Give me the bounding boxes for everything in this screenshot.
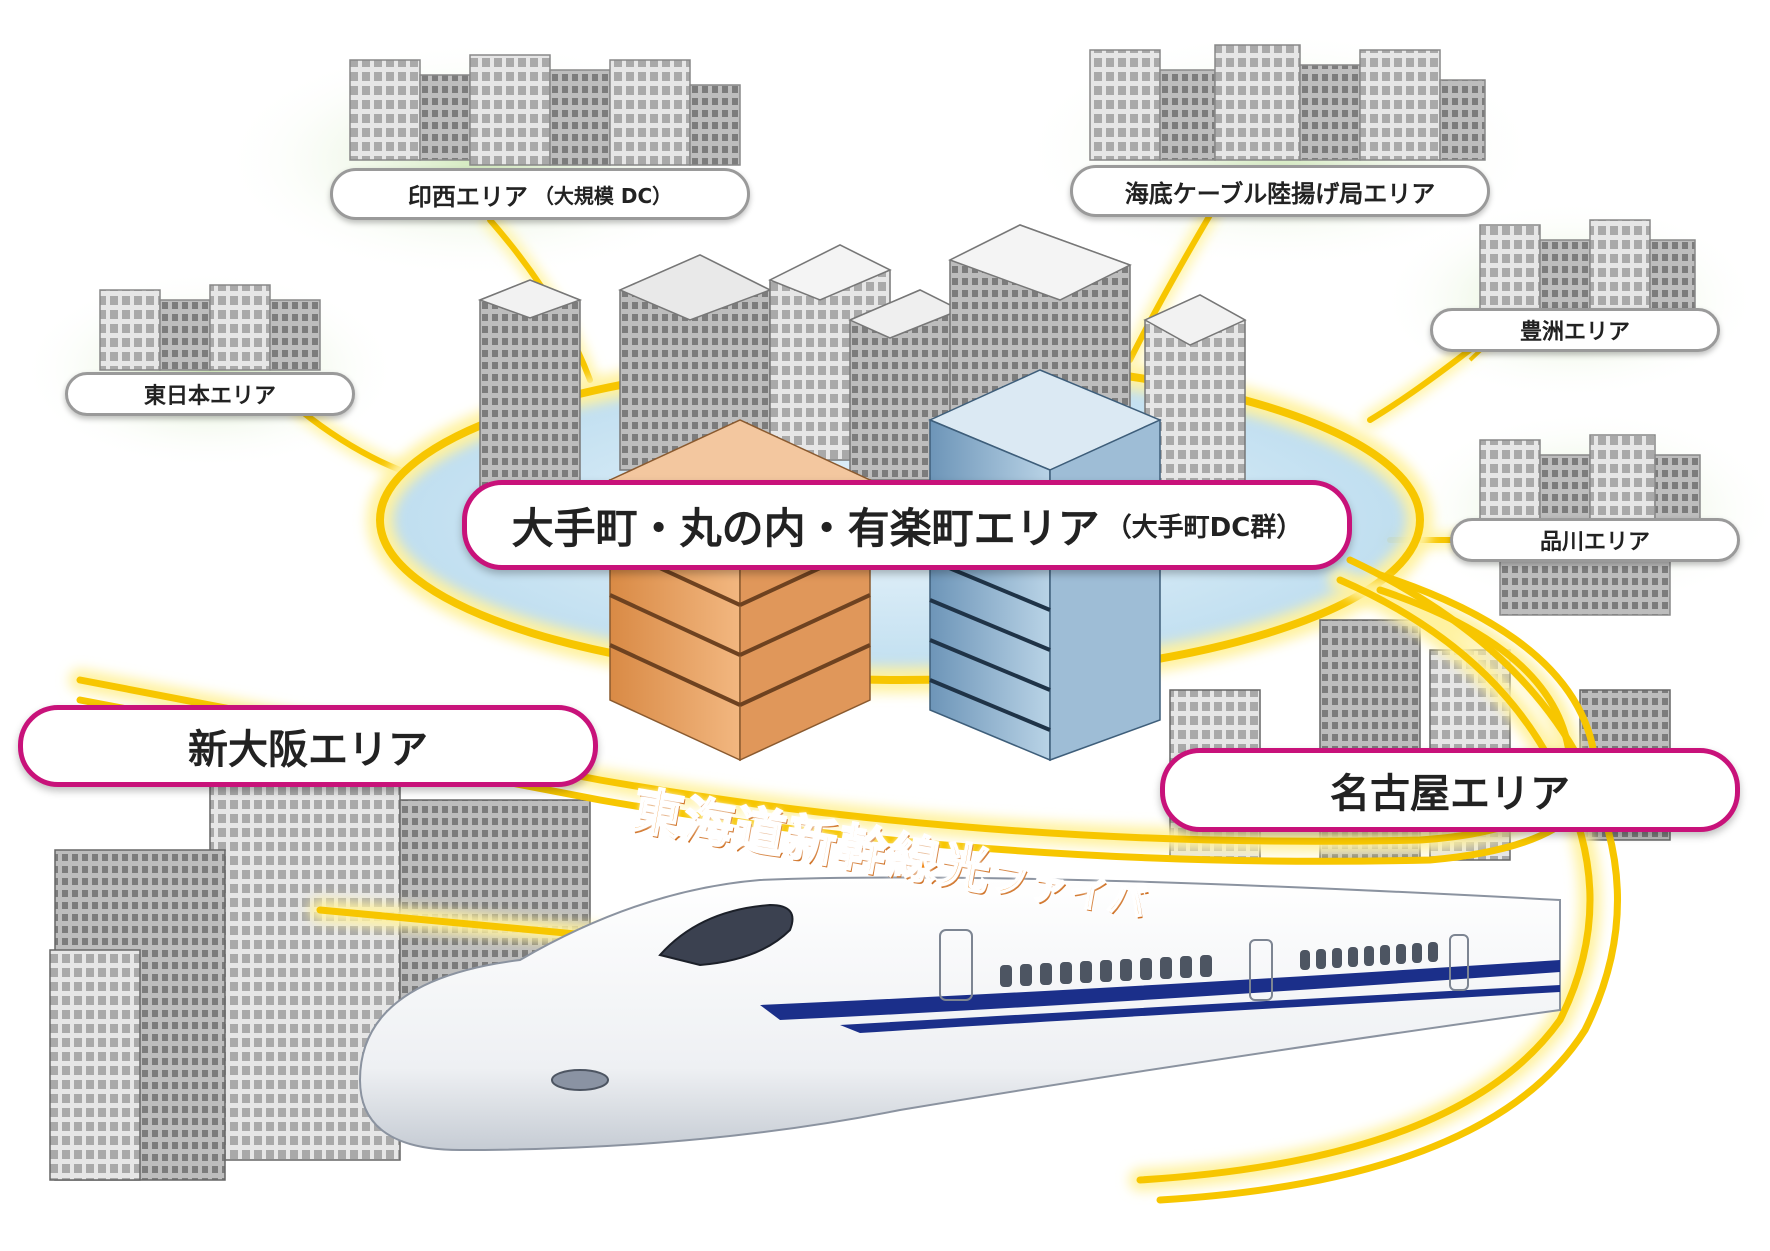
area-label-cable: 海底ケーブル陸揚げ局エリア bbox=[1070, 165, 1490, 217]
area-label-higashi-nihon: 東日本エリア bbox=[65, 372, 355, 416]
building-cluster-higashi-nihon bbox=[99, 284, 321, 371]
area-label-shin-osaka-text: 新大阪エリア bbox=[188, 727, 428, 773]
building-cluster-inzai bbox=[349, 54, 741, 166]
area-label-toyosu: 豊洲エリア bbox=[1430, 308, 1720, 352]
area-label-shinagawa-text: 品川エリア bbox=[1539, 530, 1650, 555]
train-headlight bbox=[551, 1069, 609, 1091]
shinkansen-train bbox=[358, 876, 1561, 1152]
area-label-nagoya: 名古屋エリア bbox=[1160, 748, 1740, 832]
area-label-nagoya-text: 名古屋エリア bbox=[1330, 771, 1570, 817]
area-label-inzai: 印西エリア （大規模 DC） bbox=[330, 168, 750, 220]
building-cluster-cable bbox=[1089, 44, 1486, 161]
train-nose-window bbox=[658, 903, 794, 967]
building-cluster-toyosu bbox=[1479, 219, 1696, 311]
area-label-otemachi-sub: （大手町DC群） bbox=[1105, 512, 1303, 543]
area-label-toyosu-text: 豊洲エリア bbox=[1519, 320, 1630, 345]
area-label-otemachi-text: 大手町・丸の内・有楽町エリア bbox=[511, 503, 1100, 553]
area-label-inzai-text: 印西エリア bbox=[407, 182, 528, 211]
area-label-otemachi: 大手町・丸の内・有楽町エリア （大手町DC群） bbox=[462, 480, 1352, 570]
otemachi-dc-building-orange bbox=[608, 419, 872, 762]
train-doors bbox=[939, 929, 1469, 1001]
area-label-shinagawa: 品川エリア bbox=[1450, 518, 1740, 562]
train-body bbox=[358, 876, 1561, 1152]
area-label-inzai-sub: （大規模 DC） bbox=[533, 183, 673, 208]
train-windows bbox=[1000, 942, 1438, 987]
area-label-shin-osaka: 新大阪エリア bbox=[18, 705, 598, 787]
train-stripe bbox=[760, 960, 1560, 1020]
area-label-higashi-nihon-text: 東日本エリア bbox=[143, 384, 276, 409]
area-label-cable-text: 海底ケーブル陸揚げ局エリア bbox=[1124, 179, 1436, 208]
